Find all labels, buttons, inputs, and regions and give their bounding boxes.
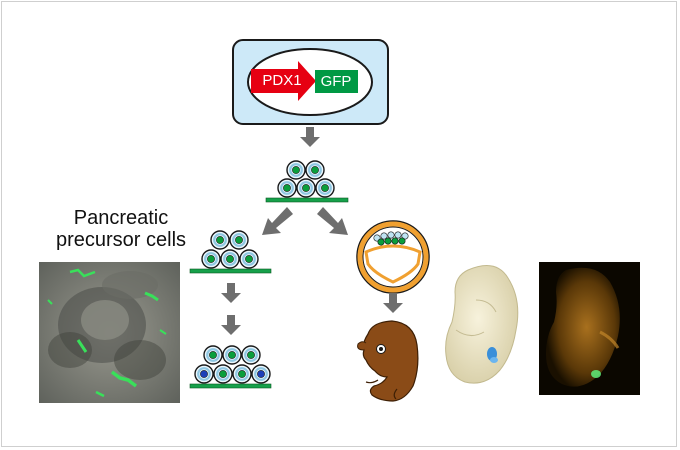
- fluorescence-embryo-image: [539, 262, 640, 395]
- title-line-2: precursor cells: [55, 229, 187, 251]
- gfp-reporter-box: [315, 70, 358, 93]
- down-arrow-icon: [221, 283, 241, 303]
- stem-cell-colony-icon: [265, 159, 349, 203]
- stem-cell-colony-icon: [189, 229, 272, 274]
- microscopy-image: [39, 262, 180, 403]
- pdx1-promoter-label: PDX1: [262, 72, 302, 89]
- pdx1-promoter-arrow: [251, 61, 316, 101]
- down-arrow-icon: [221, 315, 241, 335]
- differentiated-colony-icon: [189, 344, 272, 389]
- blastocyst-icon: [356, 220, 430, 294]
- down-arrow-icon: [383, 293, 403, 313]
- down-arrow-icon: [300, 127, 320, 147]
- embryo-icon: [357, 320, 419, 402]
- title-line-1: Pancreatic: [73, 207, 169, 229]
- brightfield-embryo-image: [438, 262, 539, 395]
- vector-construct: [232, 39, 389, 125]
- pancreatic-precursor-title: Pancreatic precursor cells: [36, 207, 206, 251]
- split-arrow-icon: [262, 207, 348, 235]
- gfp-reporter-label: GFP: [320, 73, 352, 90]
